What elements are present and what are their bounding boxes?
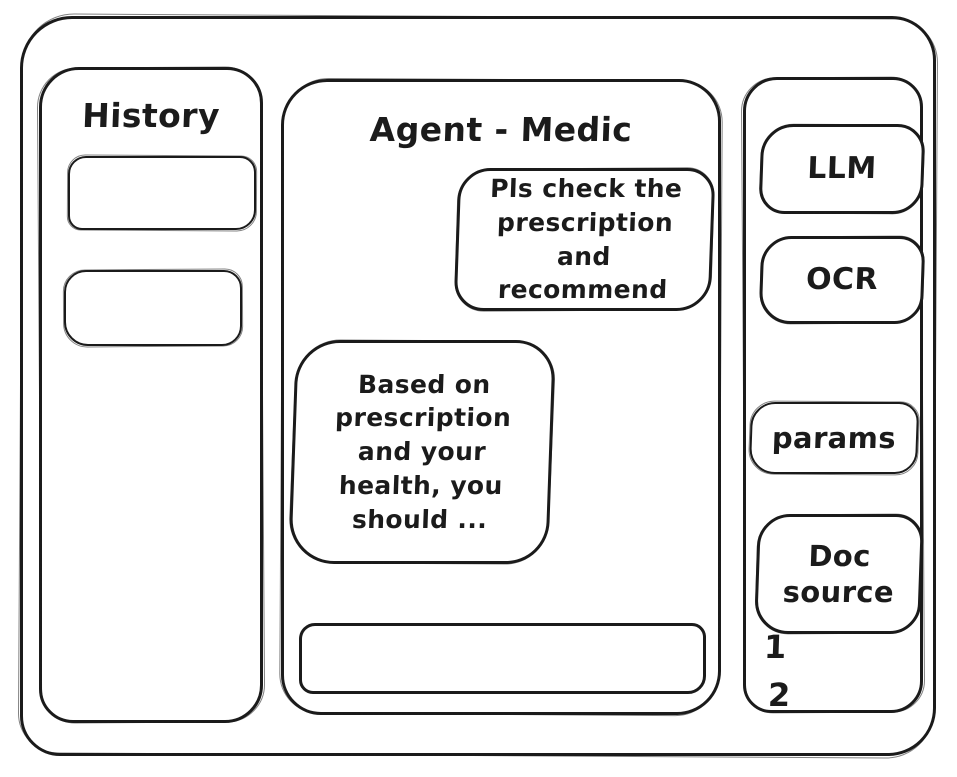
message-input[interactable] xyxy=(299,623,706,694)
history-title: History xyxy=(81,96,221,135)
llm-button-label: LLM xyxy=(806,151,878,187)
tools-panel: LLM OCR params Doc source 1 2 xyxy=(743,77,926,714)
llm-button[interactable]: LLM xyxy=(758,124,926,214)
params-button-label: params xyxy=(771,420,897,455)
doc-source-item-2[interactable]: 2 xyxy=(767,676,791,714)
ocr-button-label: OCR xyxy=(805,262,879,298)
user-message-bubble: Pls check the prescription and recommend xyxy=(453,168,716,311)
app-window: History Agent - Medic Pls check the pres… xyxy=(20,16,936,756)
doc-source-button[interactable]: Doc source xyxy=(753,514,925,634)
doc-source-item-1[interactable]: 1 xyxy=(763,628,787,666)
chat-title: Agent - Medic xyxy=(369,110,633,149)
history-item[interactable] xyxy=(68,156,256,230)
assistant-message-text: Based on prescription and your health, y… xyxy=(334,369,512,534)
history-item[interactable] xyxy=(64,270,242,346)
chat-panel: Agent - Medic Pls check the prescription… xyxy=(281,79,721,715)
user-message-text: Pls check the prescription and recommend xyxy=(489,174,683,305)
ocr-button[interactable]: OCR xyxy=(758,236,926,324)
doc-source-button-label: Doc source xyxy=(782,538,895,609)
assistant-message-bubble: Based on prescription and your health, y… xyxy=(288,340,556,564)
params-button[interactable]: params xyxy=(748,402,920,474)
history-panel: History xyxy=(39,67,263,723)
